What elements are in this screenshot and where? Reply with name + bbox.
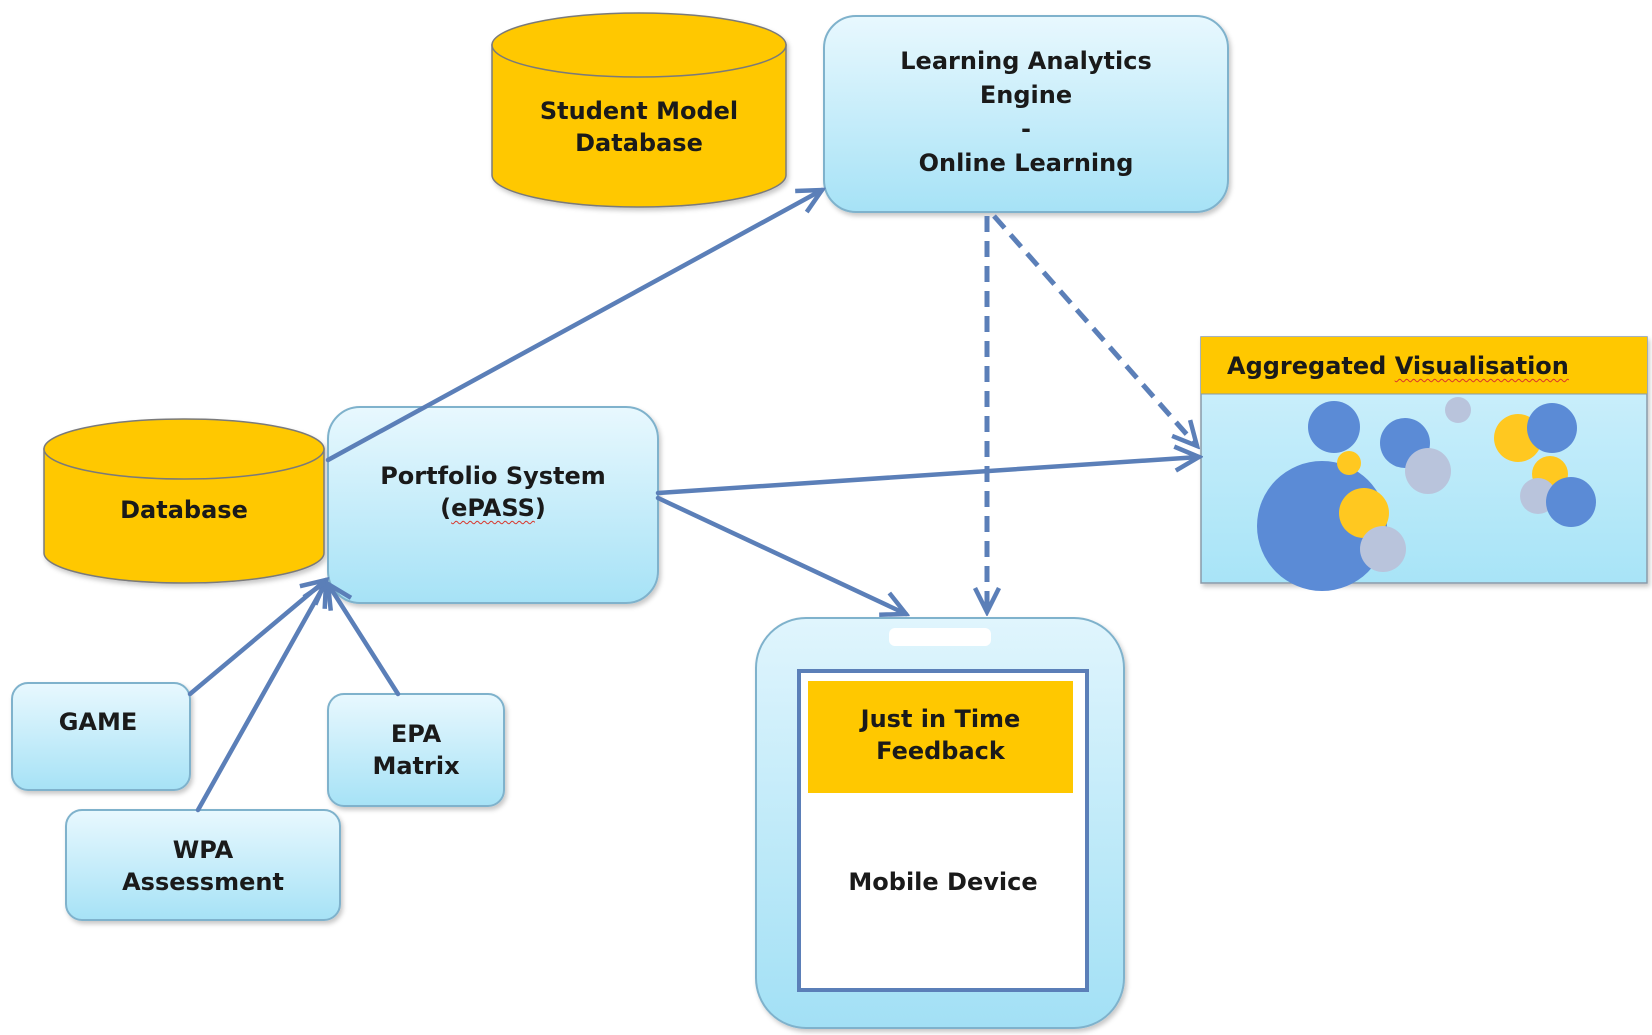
la-engine-label: Learning Analytics Engine - Online Learn… xyxy=(824,32,1228,192)
portfolio-paren-close: ) xyxy=(534,494,546,522)
la-engine-line4: Online Learning xyxy=(918,149,1134,178)
epa-line2: Matrix xyxy=(372,752,460,780)
arrow-epa-to-portfolio xyxy=(328,584,401,697)
wpa-line1: WPA xyxy=(172,835,234,864)
bubble xyxy=(1445,397,1471,423)
portfolio-paren-open: ( xyxy=(440,494,452,522)
bubble xyxy=(1405,448,1451,494)
portfolio-line2: (ePASS) xyxy=(440,492,546,524)
student-model-db-line1: Student Model xyxy=(539,96,739,125)
epa-box xyxy=(327,693,505,807)
bubble xyxy=(1339,488,1389,538)
la-engine-line3: - xyxy=(1021,115,1031,143)
portfolio-epass: ePASS xyxy=(451,494,535,522)
student-model-db-label: Student Model Database xyxy=(492,82,786,172)
bubble xyxy=(1527,403,1577,453)
bubble xyxy=(1308,401,1360,453)
feedback-line2: Feedback xyxy=(876,737,1005,765)
database-text: Database xyxy=(120,495,248,524)
database-cylinder xyxy=(43,418,325,584)
arrow-portfolio-to-engine xyxy=(325,190,822,463)
epa-label: EPA Matrix xyxy=(328,708,504,792)
epa-line1: EPA xyxy=(390,719,442,748)
wpa-line2: Assessment xyxy=(122,868,284,896)
bubble-chart-illustration xyxy=(1257,397,1596,591)
aggregated-title-a: Aggregated xyxy=(1227,351,1395,380)
arrow-wpa-to-portfolio xyxy=(195,582,326,813)
wpa-box xyxy=(65,809,341,921)
feedback-banner xyxy=(808,681,1073,793)
student-model-db-cylinder xyxy=(491,12,787,208)
arrow-portfolio-to-visualisation xyxy=(655,457,1199,496)
aggregated-title-b: Visualisation xyxy=(1394,351,1569,380)
game-text: GAME xyxy=(58,707,138,736)
mobile-device-text: Mobile Device xyxy=(848,867,1038,896)
game-label: GAME xyxy=(12,702,184,742)
bubble xyxy=(1337,451,1361,475)
la-engine-line1: Learning Analytics xyxy=(900,46,1152,75)
feedback-line1: Just in Time xyxy=(860,704,1021,733)
game-box xyxy=(11,682,191,791)
portfolio-box xyxy=(327,406,659,604)
la-engine-line2: Engine xyxy=(979,80,1073,109)
mobile-speaker xyxy=(889,628,991,646)
portfolio-label: Portfolio System (ePASS) xyxy=(328,452,658,532)
bubble xyxy=(1546,477,1596,527)
connector-arrows xyxy=(187,190,1199,813)
feedback-label: Just in Time Feedback xyxy=(808,693,1073,777)
arrow-game-to-portfolio xyxy=(187,580,326,697)
mobile-device-label: Mobile Device xyxy=(799,862,1087,902)
la-engine-box xyxy=(823,15,1229,213)
arrow-engine-to-visualisation-dashed xyxy=(992,214,1197,446)
database-label: Database xyxy=(44,490,324,530)
aggregated-visualisation-title: Aggregated Visualisation xyxy=(1201,346,1647,386)
bubble xyxy=(1360,526,1406,572)
dashed-arrows xyxy=(987,214,1197,612)
wpa-label: WPA Assessment xyxy=(66,824,340,908)
student-model-db-line2: Database xyxy=(575,129,703,157)
arrow-portfolio-to-mobile xyxy=(655,495,906,614)
portfolio-line1: Portfolio System xyxy=(380,461,606,490)
